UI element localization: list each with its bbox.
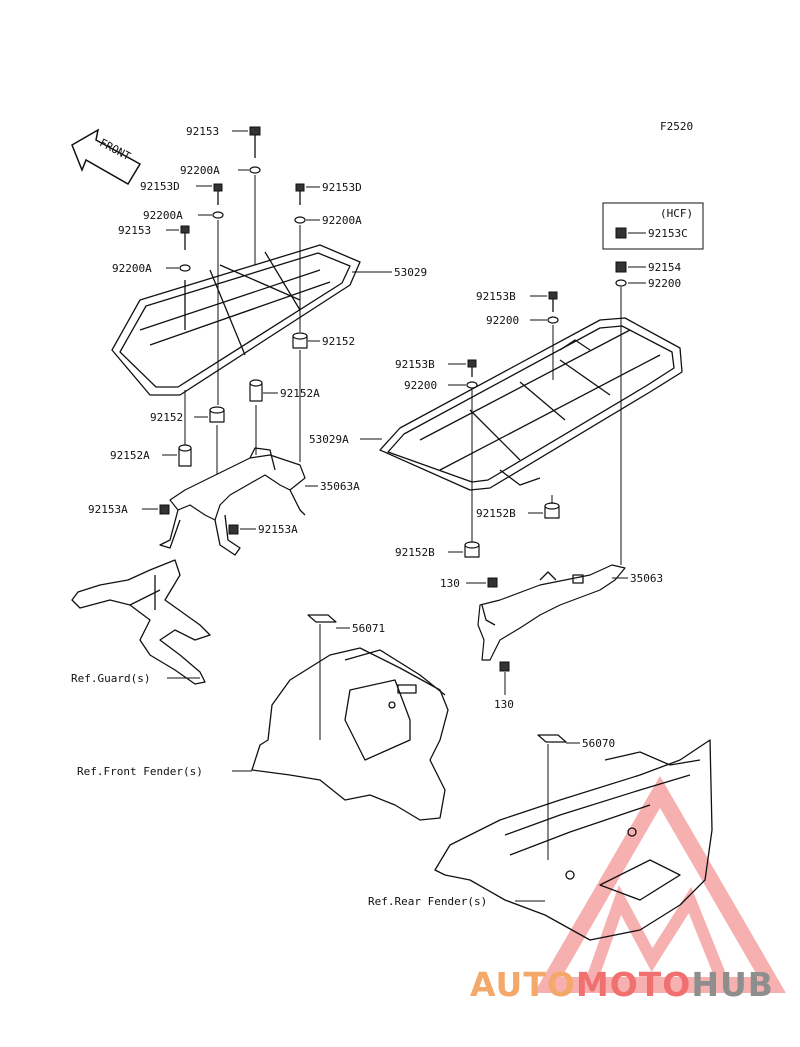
part-35063: 35063 bbox=[630, 572, 663, 585]
washer-icon bbox=[615, 279, 627, 287]
collar-icon bbox=[464, 541, 480, 558]
part-92200-top: 92200 bbox=[486, 314, 519, 327]
hcf-box bbox=[602, 202, 704, 250]
part-92152A-left: 92152A bbox=[110, 449, 150, 462]
label-sticker-icon bbox=[307, 614, 337, 623]
part-56070: 56070 bbox=[582, 737, 615, 750]
part-53029A: 53029A bbox=[309, 433, 349, 446]
part-92152-right: 92152 bbox=[322, 335, 355, 348]
part-92200A-lower: 92200A bbox=[112, 262, 152, 275]
bolt-icon bbox=[547, 291, 559, 324]
part-92200-mid: 92200 bbox=[404, 379, 437, 392]
diagram-code: F2520 bbox=[660, 120, 693, 133]
part-92152B-right: 92152B bbox=[476, 507, 516, 520]
guard-outline bbox=[71, 559, 211, 685]
ref-rear-fender: Ref.Rear Fender(s) bbox=[368, 895, 487, 908]
part-53029: 53029 bbox=[394, 266, 427, 279]
bolt-icon bbox=[159, 504, 170, 515]
part-56071: 56071 bbox=[352, 622, 385, 635]
ref-front-fender: Ref.Front Fender(s) bbox=[77, 765, 203, 778]
bolt-icon bbox=[615, 227, 627, 239]
part-92200A-left: 92200A bbox=[143, 209, 183, 222]
part-92153D-left: 92153D bbox=[140, 180, 180, 193]
rear-carrier-rack bbox=[379, 317, 683, 491]
watermark-logo-triangle bbox=[534, 776, 786, 993]
part-92200-hcf: 92200 bbox=[648, 277, 681, 290]
rear-bracket-35063 bbox=[477, 564, 626, 661]
collar-icon bbox=[178, 444, 192, 467]
part-92153B-mid: 92153B bbox=[395, 358, 435, 371]
bolt-icon bbox=[466, 359, 478, 389]
part-92153A-right: 92153A bbox=[258, 523, 298, 536]
part-92152B-left: 92152B bbox=[395, 546, 435, 559]
front-fender-outline bbox=[251, 647, 449, 821]
part-92152-left: 92152 bbox=[150, 411, 183, 424]
collar-icon bbox=[544, 502, 560, 519]
part-92153C: 92153C bbox=[648, 227, 688, 240]
collar-icon bbox=[249, 379, 263, 402]
watermark-hub: HUB bbox=[691, 965, 774, 1004]
watermark-moto: MOTO bbox=[576, 965, 691, 1004]
front-bracket-35063A bbox=[159, 447, 306, 556]
part-92153A-left: 92153A bbox=[88, 503, 128, 516]
watermark-text: AUTOMOTOHUB bbox=[470, 965, 774, 1004]
bolt-icon bbox=[228, 524, 239, 535]
bolt-icon bbox=[179, 225, 191, 272]
part-92153-left: 92153 bbox=[118, 224, 151, 237]
bolt-icon bbox=[212, 183, 224, 219]
bolt-icon bbox=[499, 661, 510, 672]
hcf-label: (HCF) bbox=[660, 207, 693, 220]
part-92154: 92154 bbox=[648, 261, 681, 274]
collar-icon bbox=[209, 406, 225, 423]
part-130-top: 130 bbox=[440, 577, 460, 590]
front-arrow-icon: FRONT bbox=[71, 128, 142, 186]
bolt-icon bbox=[487, 577, 498, 588]
part-130-bottom: 130 bbox=[494, 698, 514, 711]
ref-guard: Ref.Guard(s) bbox=[71, 672, 150, 685]
part-35063A: 35063A bbox=[320, 480, 360, 493]
collar-icon bbox=[292, 332, 308, 349]
front-carrier-rack bbox=[111, 244, 361, 396]
part-92153-top: 92153 bbox=[186, 125, 219, 138]
bolt-icon bbox=[294, 183, 306, 224]
watermark-auto: AUTO bbox=[470, 965, 576, 1004]
bolt-icon bbox=[615, 261, 627, 273]
part-92200A-top: 92200A bbox=[180, 164, 220, 177]
label-sticker-icon bbox=[537, 734, 567, 743]
rear-fender-outline bbox=[434, 739, 713, 941]
part-92153B-top: 92153B bbox=[476, 290, 516, 303]
bolt-icon bbox=[249, 126, 261, 174]
part-92153D-right: 92153D bbox=[322, 181, 362, 194]
part-92200A-right: 92200A bbox=[322, 214, 362, 227]
